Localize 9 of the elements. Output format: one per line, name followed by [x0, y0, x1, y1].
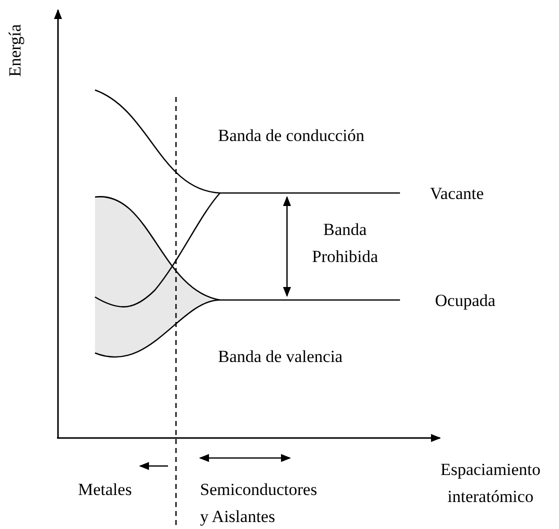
axis-title: Energía	[4, 23, 26, 79]
region-label: Banda Prohibida	[310, 219, 380, 268]
region-label: Semiconductores y Aislantes	[200, 479, 318, 528]
level-label: Ocupada	[435, 290, 496, 312]
region-label: Banda de conducción	[218, 125, 366, 147]
region-label: Banda de valencia	[218, 346, 344, 368]
level-label: Vacante	[430, 183, 485, 205]
axis-title: Espaciamiento interatómico	[439, 459, 542, 508]
region-label: Metales	[78, 479, 133, 501]
